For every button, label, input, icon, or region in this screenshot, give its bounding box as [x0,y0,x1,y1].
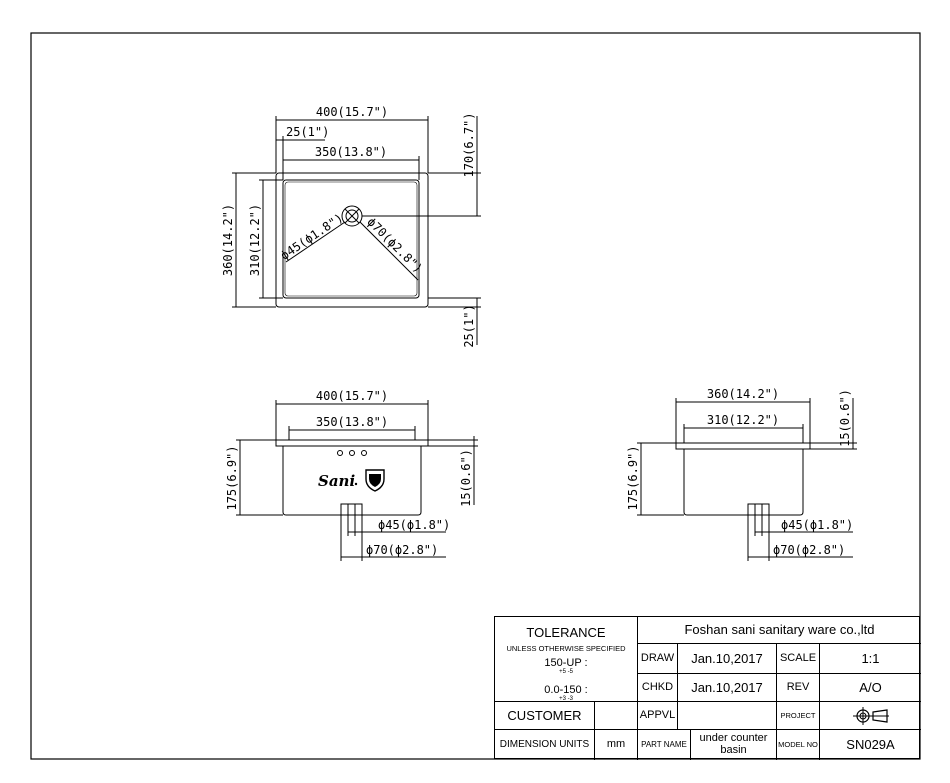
top-view [232,116,481,345]
project-label: PROJECT [777,702,820,730]
front-rim [275,439,429,447]
rev-value: A/O [820,674,921,702]
appvl-value [678,702,777,730]
tolerance-line-1: 150-UP : [544,656,588,669]
scale-label: SCALE [777,644,820,674]
front-drain-inner-label: ϕ45(ϕ1.8") [378,518,450,532]
dimension-units-value: mm [595,730,638,760]
model-no-label: MODEL NO [777,730,820,760]
tolerance-line-1-range: +5 -5 [559,669,573,676]
front-view [236,400,478,561]
chkd-date: Jan.10,2017 [678,674,777,702]
front-rim-thickness-label: 15(0.6") [459,449,473,507]
tolerance-title: TOLERANCE [526,625,606,640]
front-drain-outer-label: ϕ70(ϕ2.8") [366,543,438,557]
side-view [637,398,857,561]
customer-label: CUSTOMER [495,702,595,730]
top-overall-depth-label: 360(14.2") [221,204,235,276]
top-overall-width-label: 400(15.7") [316,105,388,119]
front-bowl-width-label: 350(13.8") [316,415,388,429]
sheet-border [30,32,921,760]
svg-text:Sani: Sani [318,472,355,490]
top-drain-offset-label: 170(6.7") [462,112,476,177]
top-drain-inner [345,209,359,223]
top-bowl-width-label: 350(13.8") [315,145,387,159]
top-rim-offset-label: 25(1") [286,125,329,139]
customer-value [595,702,638,730]
tolerance-line-2: 0.0-150 : [544,683,588,696]
title-block: TOLERANCE UNLESS OTHERWISE SPECIFIED 150… [494,616,921,760]
company-name: Foshan sani sanitary ware co.,ltd [638,617,921,644]
side-rim-thickness-label: 15(0.6") [838,389,852,447]
tolerance-line-2-range: +3 -3 [559,696,573,703]
part-name-label: PART NAME [638,730,691,760]
top-drain-inner-label: ϕ45(ϕ1.8") [278,211,346,263]
tolerance-box: TOLERANCE UNLESS OTHERWISE SPECIFIED 150… [495,617,638,702]
side-drain [747,503,770,516]
rev-label: REV [777,674,820,702]
scale-value: 1:1 [820,644,921,674]
top-bottom-offset-label: 25(1") [462,304,476,347]
top-bowl-depth-label: 310(12.2") [248,204,262,276]
side-height-label: 175(6.9") [626,445,640,510]
side-overall-width-label: 360(14.2") [707,387,779,401]
front-overall-width-label: 400(15.7") [316,389,388,403]
draw-date: Jan.10,2017 [678,644,777,674]
dimension-units-label: DIMENSION UNITS [495,730,595,760]
unless-specified: UNLESS OTHERWISE SPECIFIED [506,643,626,653]
projection-symbol-icon [852,706,889,725]
top-view-bowl [282,179,420,299]
draw-label: DRAW [638,644,678,674]
side-rim [675,442,811,450]
appvl-label: APPVL [638,702,678,730]
side-bowl-width-label: 310(12.2") [707,413,779,427]
side-drain-inner-label: ϕ45(ϕ1.8") [781,518,853,532]
top-view-outer-rim [275,172,429,308]
sani-logo: Sani [318,469,385,492]
part-name-value: under counter basin [691,730,777,760]
chkd-label: CHKD [638,674,678,702]
front-height-label: 175(6.9") [225,445,239,510]
model-no-value: SN029A [846,737,895,753]
top-drain-outer-label: ϕ70(ϕ2.8") [364,215,425,276]
front-drain [340,503,363,516]
projection-symbol [820,702,921,730]
side-drain-outer-label: ϕ70(ϕ2.8") [773,543,845,557]
